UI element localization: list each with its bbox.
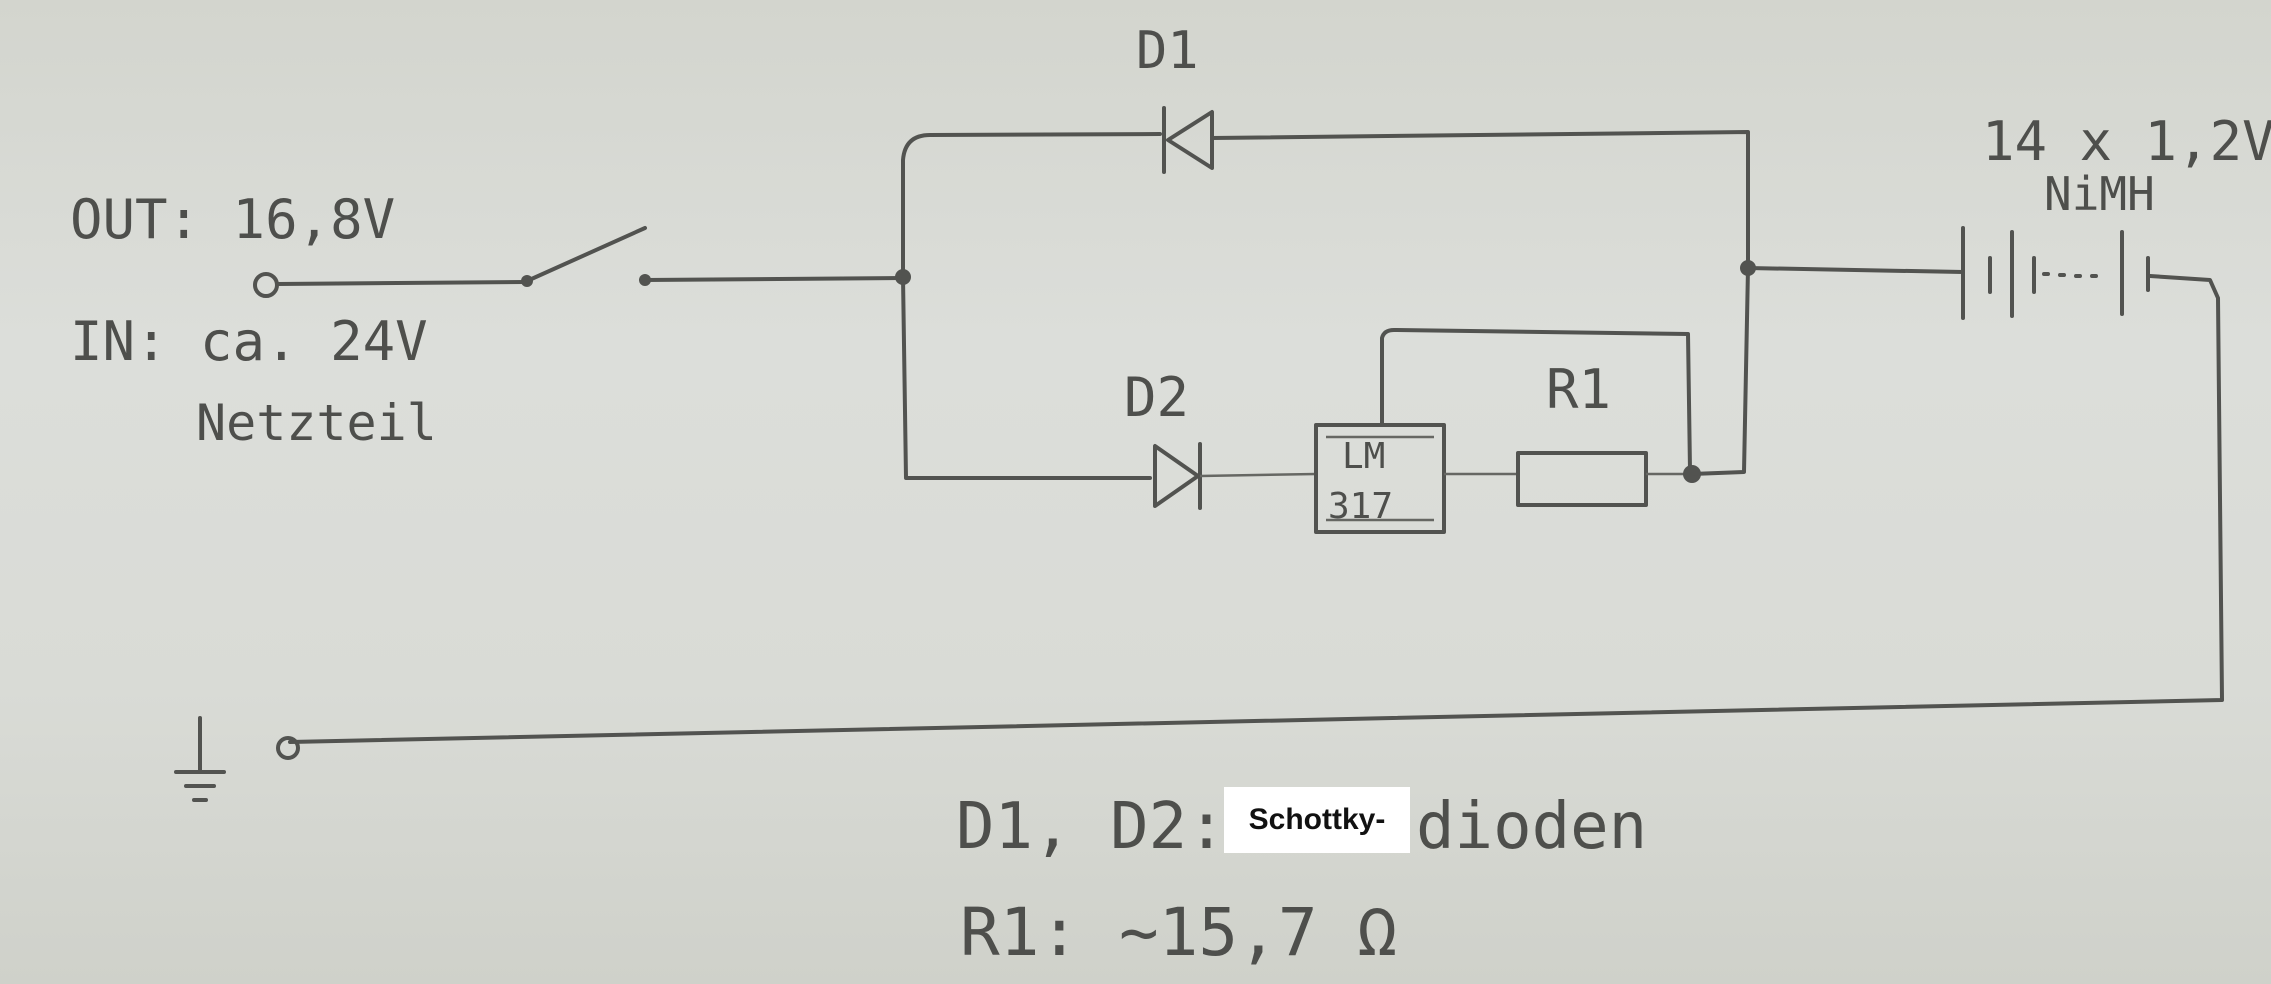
label-lm317-line1: LM [1342, 436, 1385, 477]
wire-d2-to-lm317 [1199, 472, 1317, 478]
note-diodes-prefix: D1, D2: [956, 790, 1226, 864]
schottky-overlay-text: Schottky- [1248, 803, 1386, 836]
label-battery-type: NiMH [2044, 167, 2155, 221]
wire-to-battery [1746, 266, 1965, 274]
label-out: OUT: 16,8V [70, 188, 395, 251]
label-d2: D2 [1124, 366, 1189, 429]
wire-return-ground [288, 274, 2224, 744]
wire-input-to-switch [275, 280, 527, 286]
note-diodes-suffix: dioden [1416, 790, 1647, 864]
label-d1: D1 [1136, 21, 1199, 81]
wire-switch-to-junction [643, 276, 905, 282]
label-netzteil: Netzteil [196, 394, 437, 452]
note-r1-value: R1: ~15,7 Ω [960, 894, 1397, 971]
resistor-r1-symbol [1516, 451, 1648, 507]
diode-d1-symbol [1162, 106, 1214, 174]
ground-symbol [174, 716, 226, 802]
battery-pack-symbol [1961, 226, 2150, 320]
input-terminal [253, 272, 279, 298]
wire-d1-to-right [1210, 130, 1750, 270]
wire-left-lower [901, 275, 1152, 480]
label-battery-count: 14 x 1,2V [1982, 110, 2271, 173]
label-r1: R1 [1546, 358, 1611, 421]
label-lm317-line2: 317 [1328, 486, 1393, 527]
wire-lm317-adjust [1380, 328, 1692, 472]
label-in: IN: ca. 24V [70, 310, 428, 373]
switch-lever [525, 226, 647, 283]
schottky-overlay-box [1224, 787, 1410, 853]
diode-d2-symbol [1153, 442, 1202, 510]
ground-terminal [276, 736, 300, 760]
wire-r1-to-right [1690, 266, 1750, 476]
lm317-inner-lines [1326, 435, 1434, 522]
wire-left-upper [901, 132, 1162, 279]
